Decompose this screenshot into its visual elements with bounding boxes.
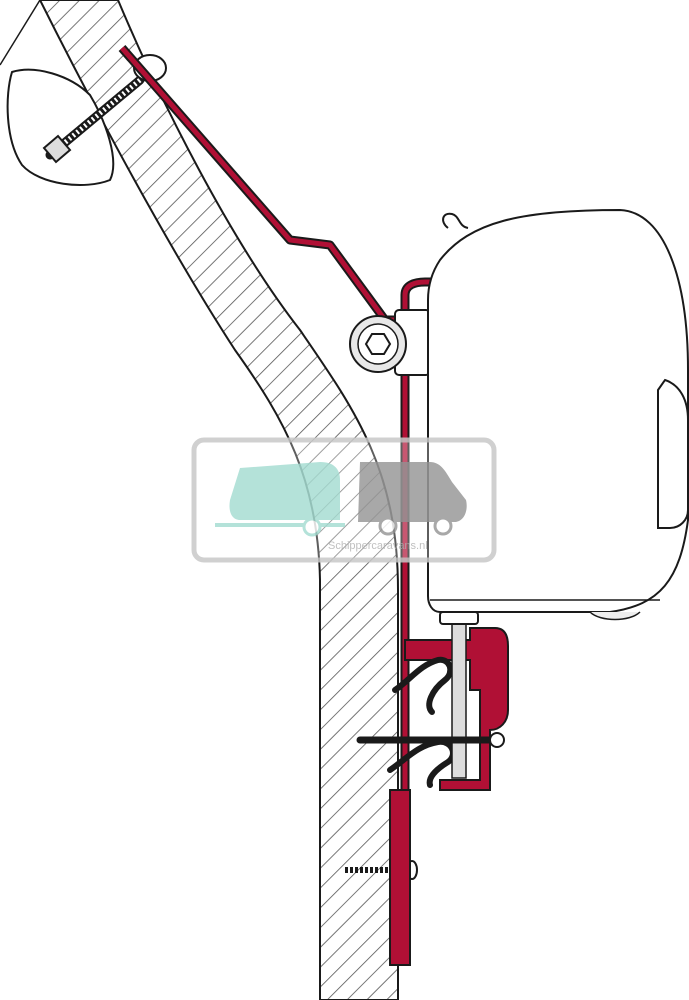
hex-clamp	[349, 309, 431, 376]
rail-bolt-head	[439, 611, 479, 625]
watermark-text: Schippercaravans.nl	[328, 540, 428, 552]
hex-socket-icon	[364, 333, 392, 355]
lower-clamp-plate	[389, 789, 411, 966]
cassette-front-panel	[657, 378, 689, 529]
rail-clip-lower	[387, 738, 456, 788]
watermark: Schippercaravans.nl	[191, 437, 497, 563]
cassette-hook-icon	[442, 212, 469, 229]
van-icon	[358, 462, 467, 536]
threaded-bolt	[45, 75, 145, 160]
lower-rail-assembly	[345, 611, 509, 966]
caravan-icon	[215, 462, 345, 537]
rail-profile	[404, 627, 509, 791]
rail-clip-upper	[392, 656, 454, 715]
rail-bolt-shaft	[451, 617, 467, 779]
adapter-bracket	[118, 45, 440, 960]
rubber-washer	[6, 68, 115, 186]
bolt-nut-icon	[42, 134, 72, 164]
